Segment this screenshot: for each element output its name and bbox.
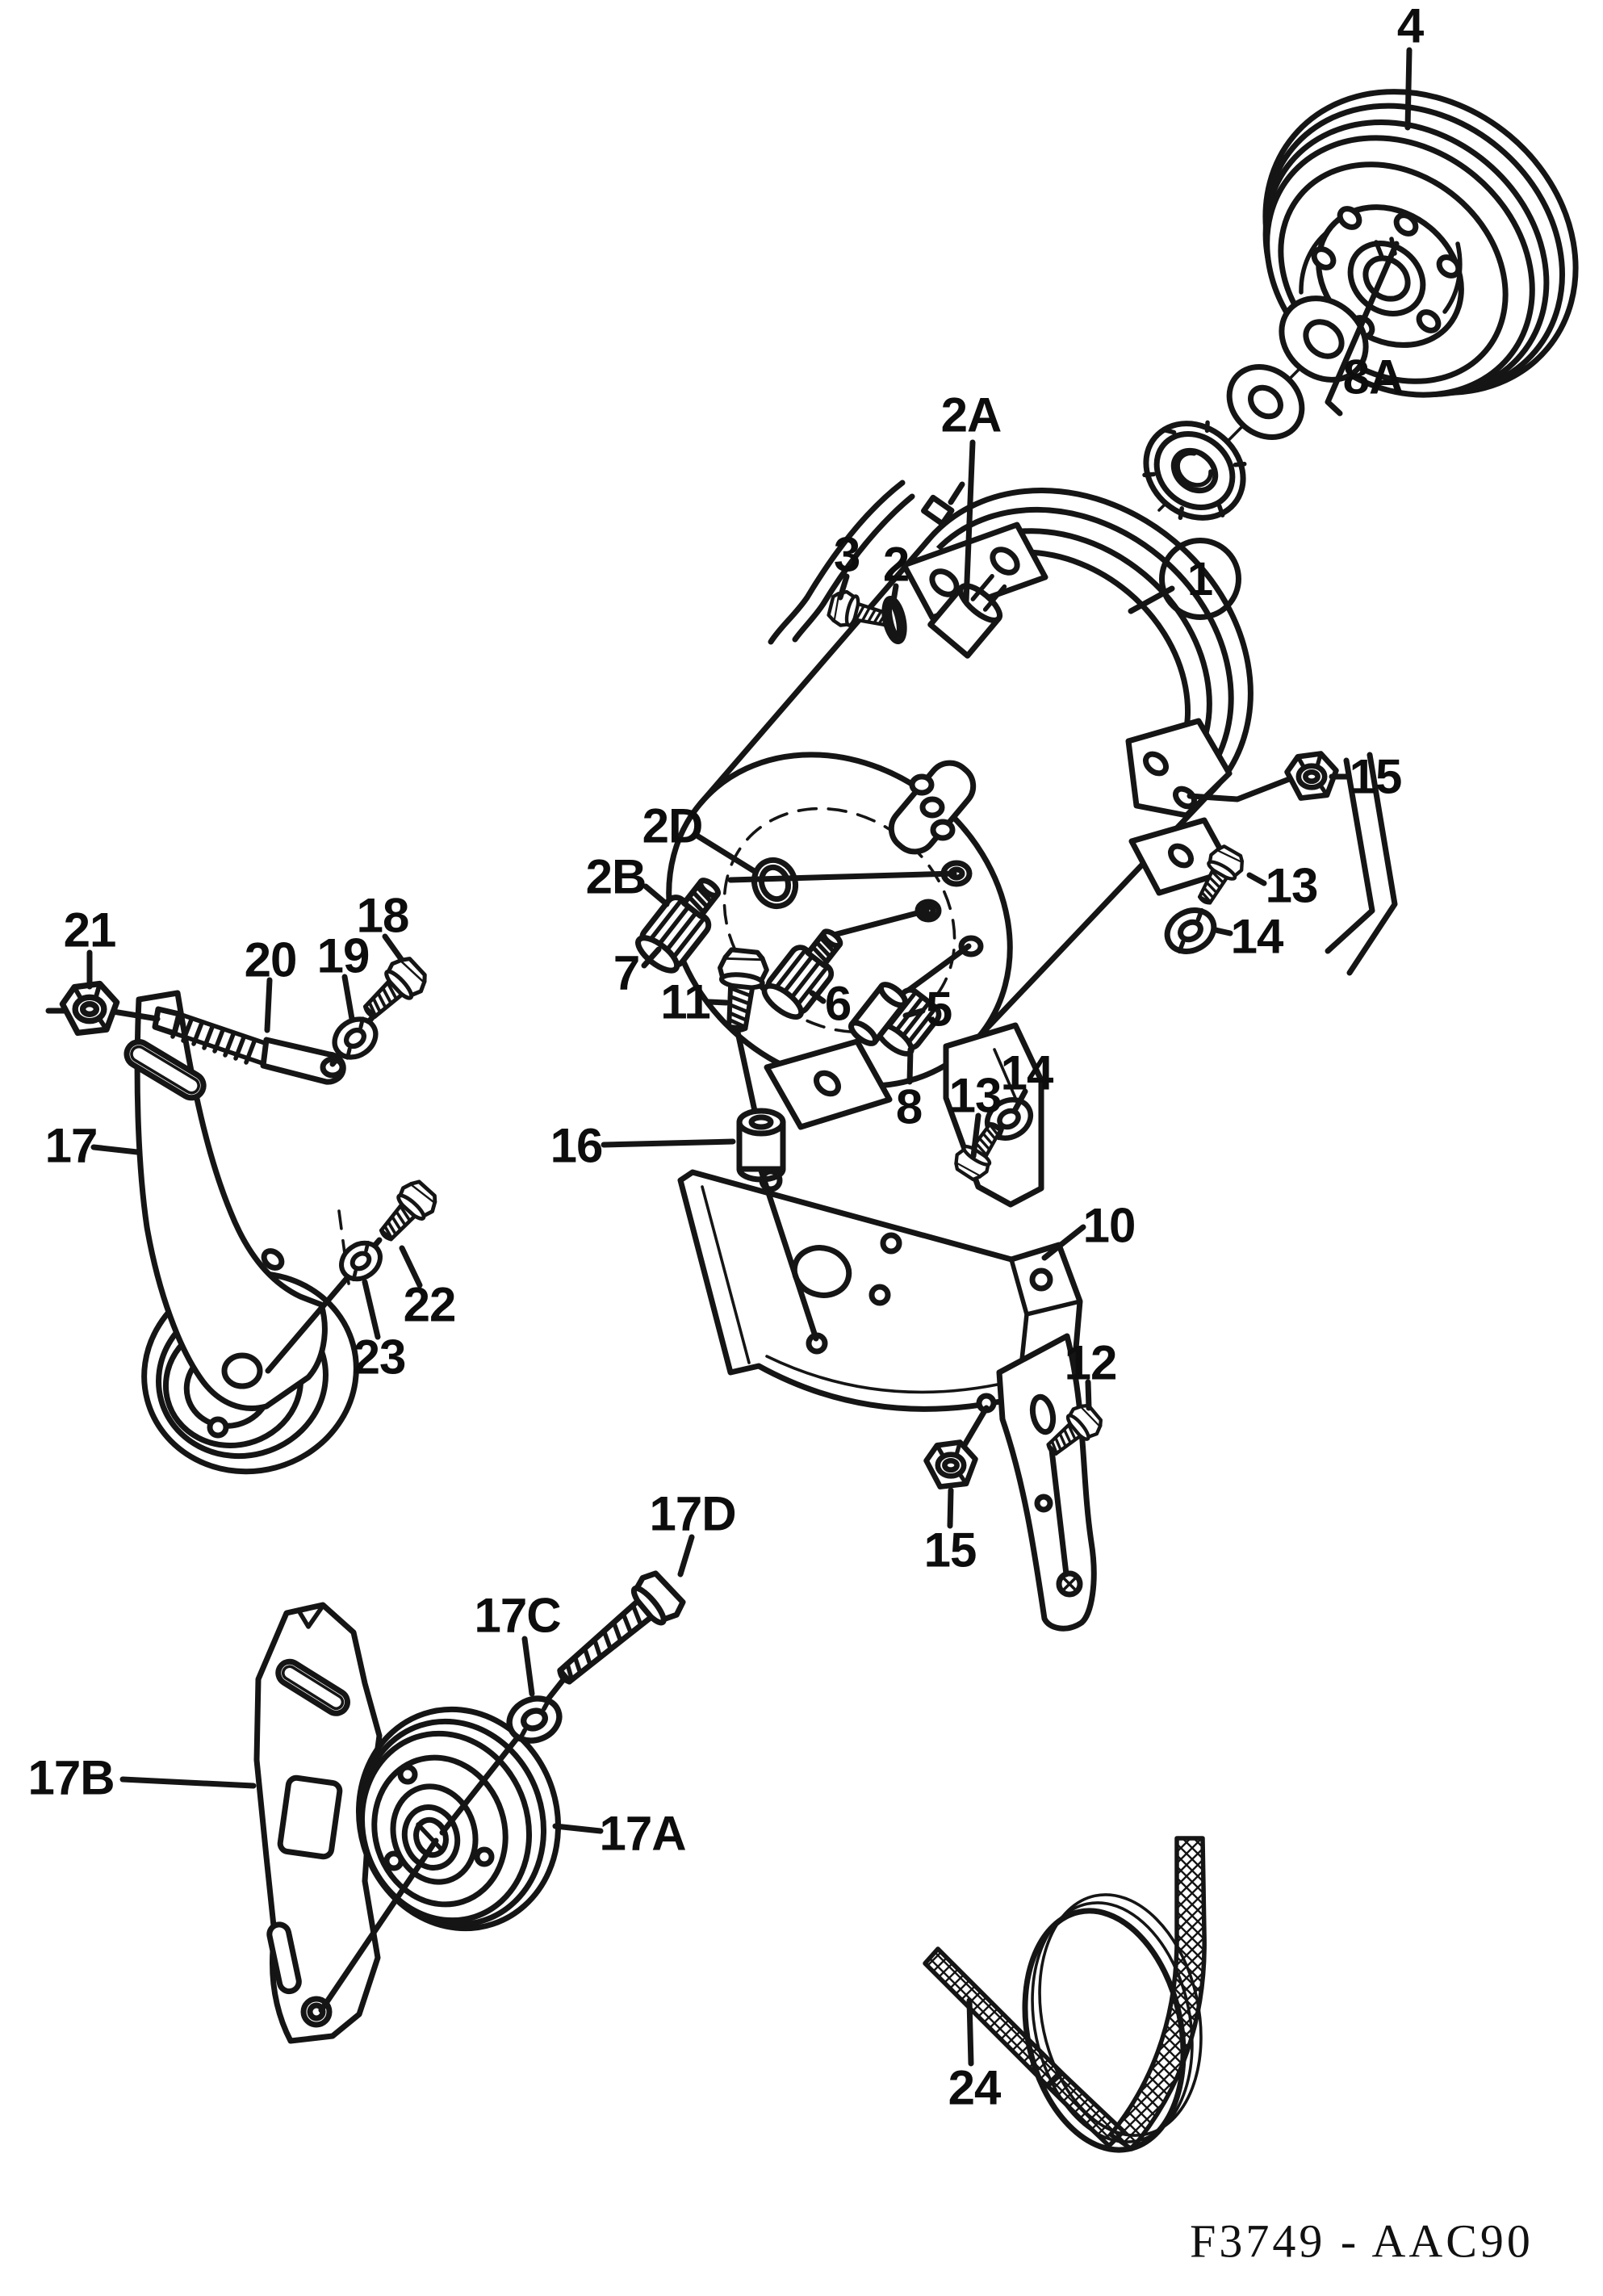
part-label-16: 16 <box>550 1118 604 1173</box>
part-label-17a: 17A <box>599 1806 686 1861</box>
leader-lines <box>86 47 1413 2067</box>
drive-belt-24 <box>923 1836 1207 2153</box>
snap-ring-2d <box>751 857 799 910</box>
bracket-lower-arm <box>996 1333 1097 1632</box>
adjuster-rod-20 <box>152 1006 346 1085</box>
part-label-10: 10 <box>1082 1198 1136 1253</box>
part-label-11: 11 <box>660 974 710 1029</box>
part-label-24: 24 <box>948 2060 1002 2115</box>
part-label-14b: 14 <box>1000 1045 1054 1100</box>
rear-support-strip <box>1325 752 1398 976</box>
part-label-5: 5 <box>925 982 952 1037</box>
part-label-2: 2 <box>882 537 910 592</box>
part-label-20: 20 <box>244 932 298 987</box>
shaft-stub <box>927 574 1007 659</box>
part-label-4: 4 <box>1396 0 1424 53</box>
part-label-2a: 2A <box>940 388 1002 442</box>
harness-wire <box>768 480 965 645</box>
part-label-2d: 2D <box>642 798 704 853</box>
bushing-16 <box>736 1108 786 1183</box>
part-label-18: 18 <box>356 888 410 943</box>
part-label-17c: 17C <box>474 1588 561 1643</box>
part-label-12: 12 <box>1064 1335 1118 1390</box>
part-label-8: 8 <box>895 1079 923 1134</box>
part-label-7: 7 <box>613 945 640 1000</box>
o-ring-2 <box>881 595 907 645</box>
part-label-6: 6 <box>824 976 852 1031</box>
part-label-15a: 15 <box>1349 749 1403 804</box>
part-label-15b: 15 <box>923 1523 977 1577</box>
part-label-3: 3 <box>833 527 860 582</box>
part-label-17: 17 <box>44 1118 98 1173</box>
fasteners-and-fittings <box>62 589 1336 1747</box>
part-label-14a: 14 <box>1230 909 1284 964</box>
figure-code: F3749 - AAC90 <box>1190 2214 1534 2268</box>
part-label-13a: 13 <box>1265 858 1319 913</box>
pulley-guard-group <box>253 1602 562 2044</box>
part-label-21: 21 <box>63 903 117 957</box>
part-label-1: 1 <box>1159 538 1241 620</box>
part-label-17d: 17D <box>649 1486 736 1541</box>
part-label-19: 19 <box>316 928 370 983</box>
part-label-13b: 13 <box>948 1068 1002 1123</box>
part-label-23: 23 <box>353 1330 407 1385</box>
part-label-2b: 2B <box>585 849 647 904</box>
part-label-22: 22 <box>403 1277 457 1332</box>
part-label-8a: 8A <box>1342 350 1404 404</box>
shaft-nut-8a <box>1142 420 1247 521</box>
bolt-17d <box>557 1570 686 1685</box>
tensioner-group <box>123 990 359 1475</box>
part-label-17b: 17B <box>27 1750 115 1805</box>
